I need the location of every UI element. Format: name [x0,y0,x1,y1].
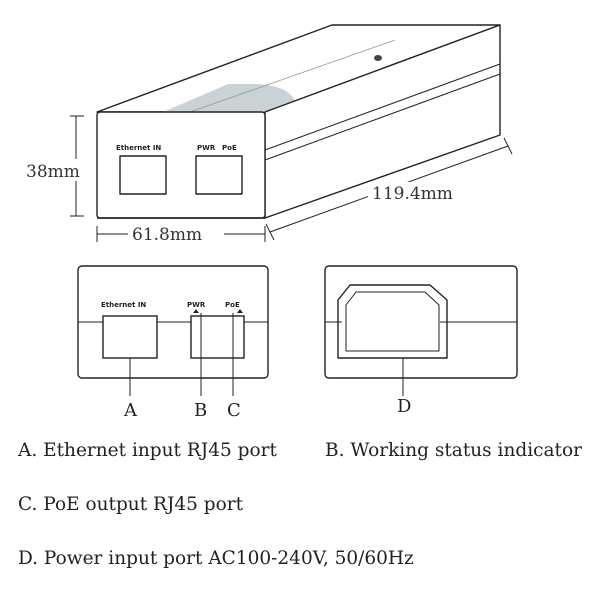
device-side-line-1 [264,63,501,151]
power-socket-outer [337,284,448,359]
pwr-led-icon [193,309,199,313]
device-pwr-label: PWR [197,144,216,152]
legend-a: A. Ethernet input RJ45 port [18,440,277,461]
callout-b: B [194,400,207,421]
device-top-dot [374,55,382,61]
legend-c: C. PoE output RJ45 port [18,494,244,515]
device-front-face [96,111,266,219]
device-3d-view [96,24,501,219]
front-poe-port [190,315,245,359]
front-ethernet-label: Ethernet IN [101,301,146,309]
callout-a: A [123,400,138,421]
device-ethernet-label: Ethernet IN [116,144,161,152]
front-poe-label: PoE [225,301,240,309]
poe-led-icon [237,309,243,313]
device-poe-port [195,155,243,195]
callout-c: C [227,400,241,421]
device-poe-label: PoE [222,144,237,152]
rear-view [324,265,518,396]
device-top-stripe-line [189,39,396,113]
width-dimension-label: 61.8mm [132,225,202,245]
length-dimension-label: 119.4mm [372,184,453,204]
legend-b: B. Working status indicator [325,440,582,461]
legend-d: D. Power input port AC100-240V, 50/60Hz [18,548,414,569]
front-view [77,265,269,396]
device-ethernet-port [119,155,167,195]
power-socket-inner [345,291,440,352]
height-dimension-label: 38mm [26,162,80,182]
device-side-line-2 [264,73,501,161]
callout-d: D [397,396,411,417]
front-pwr-label: PWR [187,301,206,309]
